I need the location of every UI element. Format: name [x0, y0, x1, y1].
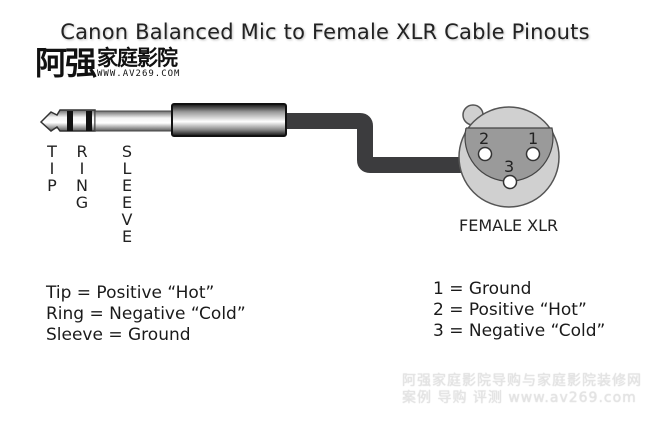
pin-2-number: 2 — [479, 129, 490, 148]
diagram-title: Canon Balanced Mic to Female XLR Cable P… — [60, 20, 590, 44]
legend-pin-1: 1 = Ground — [433, 279, 532, 299]
pin-1-number: 1 — [528, 129, 539, 148]
site-logo: 阿强 家庭影院 WWW.AV269.COM — [35, 45, 180, 79]
xlr-legend: 1 = Ground 2 = Positive “Hot” 3 = Negati… — [433, 279, 605, 342]
legend-tip: Tip = Positive “Hot” — [46, 283, 215, 303]
pin-3-number: 3 — [504, 157, 515, 176]
legend-ring: Ring = Negative “Cold” — [46, 304, 246, 324]
logo-big-text: 阿强 — [35, 44, 97, 82]
watermark: 阿强家庭影院导购与家庭影院装修网 案例 导购 评测 www.av269.com — [402, 373, 642, 407]
female-xlr-label: FEMALE XLR — [459, 216, 559, 235]
watermark-line-1: 阿强家庭影院导购与家庭影院装修网 — [402, 373, 642, 389]
pin-2-hole — [477, 146, 493, 162]
legend-pin-3: 3 = Negative “Cold” — [433, 321, 606, 341]
pin-1-hole — [525, 146, 541, 162]
watermark-line-2: 案例 导购 评测 www.av269.com — [402, 390, 637, 406]
ring-sleeve-insulator — [86, 111, 92, 131]
cable — [285, 113, 470, 173]
female-xlr-connector — [458, 104, 560, 208]
legend-pin-2: 2 = Positive “Hot” — [433, 300, 587, 320]
tip-ring-insulator — [67, 111, 73, 131]
pin-3-hole — [502, 174, 518, 190]
trs-jack-plug — [39, 103, 287, 137]
logo-url: WWW.AV269.COM — [97, 69, 181, 79]
legend-sleeve: Sleeve = Ground — [46, 325, 191, 345]
logo-cn-text: 家庭影院 — [97, 46, 178, 70]
trs-legend: Tip = Positive “Hot” Ring = Negative “Co… — [46, 283, 246, 346]
